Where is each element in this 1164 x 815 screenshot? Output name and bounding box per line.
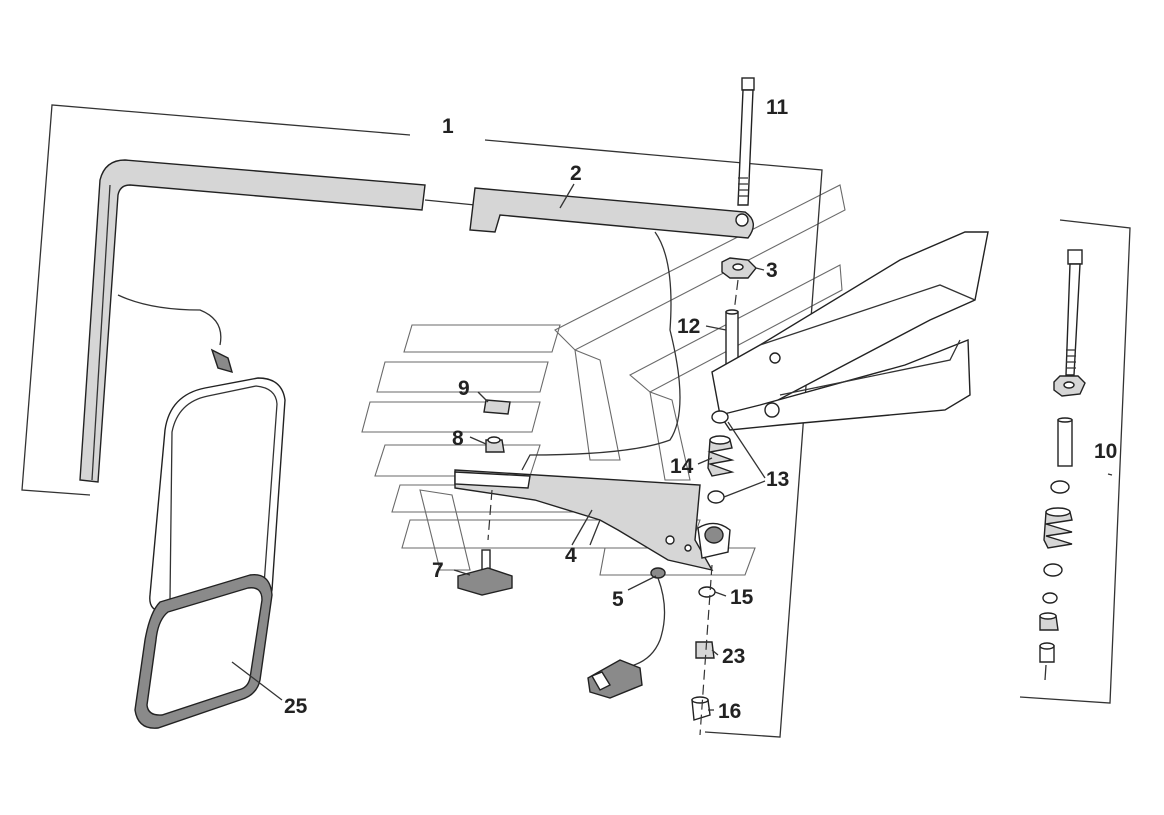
callout-25: 25 [284, 695, 308, 718]
part-14-spring [707, 435, 735, 477]
part-13-washer-bottom [707, 490, 725, 504]
callout-10: 10 [1094, 440, 1117, 463]
part-10-washer-low [1042, 592, 1058, 604]
mirror-glass-pane [149, 377, 286, 613]
cable-connector [587, 659, 643, 699]
part-10-lock-nut [1039, 612, 1059, 631]
part-4-lower-bracket [454, 469, 731, 572]
part-8-nut [485, 436, 505, 453]
callout-4: 4 [565, 544, 577, 567]
callout-9: 9 [458, 377, 470, 400]
part-15-washer [698, 586, 716, 598]
part-10-cap-screw [1039, 642, 1055, 681]
callout-5: 5 [612, 588, 624, 611]
callout-16: 16 [718, 700, 741, 723]
part-10-nut [1053, 375, 1086, 397]
part-7-knob-screw [457, 549, 513, 596]
callout-labels: 1 2 11 3 12 9 8 10 14 13 4 7 5 15 23 16 … [284, 96, 1117, 723]
callout-14: 14 [670, 455, 694, 478]
part-10-bolt [1065, 249, 1083, 376]
part-25-mirror-frame [134, 573, 273, 729]
leader-lines [231, 183, 766, 711]
callout-8: 8 [452, 427, 464, 450]
callout-7: 7 [432, 559, 444, 582]
assembly-bracket-1 [21, 104, 823, 738]
part-10-washer-top [1050, 480, 1070, 494]
part-12-sleeve [725, 309, 739, 365]
callout-23: 23 [722, 645, 745, 668]
part-10-sleeve [1057, 417, 1073, 467]
callout-2: 2 [570, 162, 582, 185]
callout-12: 12 [677, 315, 700, 338]
callout-1: 1 [442, 115, 454, 138]
part-2-upper-bracket [469, 187, 754, 471]
callout-3: 3 [766, 259, 778, 282]
callout-13: 13 [766, 468, 789, 491]
part-9-cap [483, 399, 511, 415]
callout-11: 11 [766, 96, 789, 119]
part-10-washer-mid [1043, 563, 1063, 577]
part-11-bolt [737, 77, 755, 206]
part-16-bolt [691, 696, 711, 721]
part-23-nut [695, 641, 715, 659]
assembly-bracket-10 [1019, 219, 1131, 704]
part-10-spring [1043, 507, 1073, 549]
part-3-nut [721, 257, 757, 313]
callout-15: 15 [730, 586, 754, 609]
part-13-washer-top [711, 410, 729, 424]
part-5-grommet [619, 567, 666, 669]
mirror-arm-tube [79, 159, 476, 483]
mirror-housing [711, 231, 989, 431]
